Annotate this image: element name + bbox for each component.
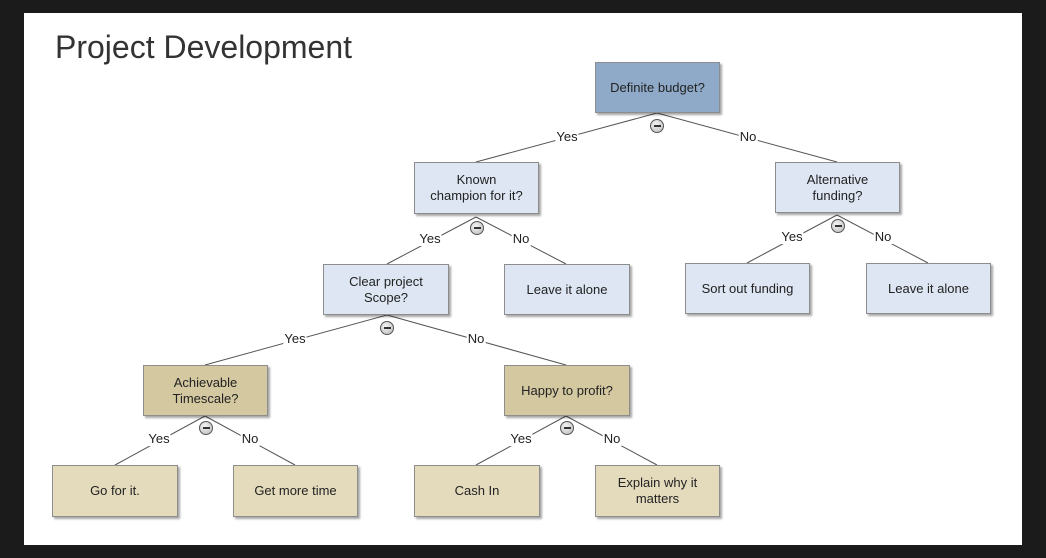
collapse-minus-icon[interactable] (831, 219, 845, 233)
node-sort-out-funding[interactable]: Sort out funding (685, 263, 810, 314)
page-title: Project Development (55, 29, 353, 65)
node-leave-alone-1[interactable]: Leave it alone (504, 264, 630, 315)
edge-label-budget-no: No (738, 129, 758, 144)
node-leave-alone-2[interactable]: Leave it alone (866, 263, 991, 314)
node-alternative-funding[interactable]: Alternative funding? (775, 162, 900, 213)
collapse-minus-icon[interactable] (199, 421, 213, 435)
edge-label-budget-yes: Yes (555, 129, 579, 144)
edge-label-champion-no: No (511, 231, 531, 246)
node-clear-scope[interactable]: Clear project Scope? (323, 264, 449, 315)
edge-label-profit-yes: Yes (509, 431, 533, 446)
collapse-minus-icon[interactable] (650, 119, 664, 133)
node-explain-why[interactable]: Explain why it matters (595, 465, 720, 517)
collapse-minus-icon[interactable] (470, 221, 484, 235)
node-get-more-time[interactable]: Get more time (233, 465, 358, 517)
edge-label-scope-no: No (466, 331, 486, 346)
edge-label-champion-yes: Yes (418, 231, 442, 246)
node-definite-budget[interactable]: Definite budget? (595, 62, 720, 113)
edge-label-funding-yes: Yes (780, 229, 804, 244)
edge-label-scope-yes: Yes (283, 331, 307, 346)
node-cash-in[interactable]: Cash In (414, 465, 540, 517)
edge-label-funding-no: No (873, 229, 893, 244)
node-known-champion[interactable]: Known champion for it? (414, 162, 539, 214)
node-achievable-timescale[interactable]: Achievable Timescale? (143, 365, 268, 416)
edge-label-timescale-no: No (240, 431, 260, 446)
diagram-canvas: Project Development (24, 13, 1022, 545)
edge-label-timescale-yes: Yes (147, 431, 171, 446)
edge-label-profit-no: No (602, 431, 622, 446)
node-happy-to-profit[interactable]: Happy to profit? (504, 365, 630, 416)
collapse-minus-icon[interactable] (560, 421, 574, 435)
node-go-for-it[interactable]: Go for it. (52, 465, 178, 517)
collapse-minus-icon[interactable] (380, 321, 394, 335)
